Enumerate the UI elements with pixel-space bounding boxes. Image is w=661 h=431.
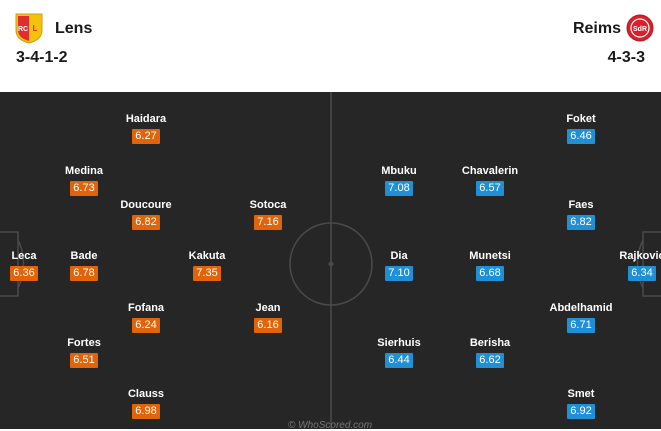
- player-name: Abdelhamid: [549, 302, 613, 314]
- player-home-medina[interactable]: Medina 6.73: [44, 165, 124, 196]
- player-name: Mbuku: [381, 165, 417, 177]
- player-rating: 6.92: [567, 404, 595, 419]
- player-away-dia[interactable]: Dia 7.10: [359, 250, 439, 281]
- player-name: Sierhuis: [377, 337, 421, 349]
- player-rating: 6.46: [567, 129, 595, 144]
- pitch: Leca 6.36 Medina 6.73 Bade 6.78 Fortes 6…: [0, 92, 661, 429]
- player-rating: 6.68: [476, 266, 504, 281]
- player-rating: 6.27: [132, 129, 160, 144]
- home-formation: 3-4-1-2: [16, 49, 68, 66]
- player-rating: 6.98: [132, 404, 160, 419]
- player-rating: 7.10: [385, 266, 413, 281]
- match-header: RC L Lens 3-4-1-2 Reims SdR 4-3-3: [0, 0, 661, 92]
- player-rating: 6.73: [70, 181, 98, 196]
- player-rating: 6.57: [476, 181, 504, 196]
- player-rating: 6.71: [567, 318, 595, 333]
- watermark: © WhoScored.com: [288, 420, 373, 431]
- player-name: Medina: [65, 165, 103, 177]
- pitch-markings: [0, 92, 661, 429]
- reims-badge-icon: SdR: [626, 14, 654, 42]
- player-rating: 6.34: [628, 266, 656, 281]
- player-rating: 6.82: [567, 215, 595, 230]
- player-name: Smet: [567, 388, 595, 400]
- player-home-kakuta[interactable]: Kakuta 7.35: [167, 250, 247, 281]
- away-team-name[interactable]: Reims: [572, 20, 621, 37]
- svg-text:SdR: SdR: [633, 26, 647, 33]
- player-away-smet[interactable]: Smet 6.92: [541, 388, 621, 419]
- player-rating: 7.08: [385, 181, 413, 196]
- player-name: Faes: [568, 199, 594, 211]
- player-away-abdelhamid[interactable]: Abdelhamid 6.71: [541, 302, 621, 333]
- player-name: Clauss: [127, 388, 165, 400]
- player-home-doucoure[interactable]: Doucoure 6.82: [106, 199, 186, 230]
- player-home-fofana[interactable]: Fofana 6.24: [106, 302, 186, 333]
- player-home-sotoca[interactable]: Sotoca 7.16: [228, 199, 308, 230]
- home-team-name[interactable]: Lens: [55, 20, 93, 37]
- player-name: Bade: [70, 250, 98, 262]
- player-name: Fortes: [67, 337, 101, 349]
- player-rating: 6.78: [70, 266, 98, 281]
- player-home-jean[interactable]: Jean 6.16: [228, 302, 308, 333]
- player-away-rajkovic[interactable]: Rajkovic 6.34: [602, 250, 661, 281]
- player-name: Leca: [11, 250, 37, 262]
- player-home-haidara[interactable]: Haidara 6.27: [106, 113, 186, 144]
- player-rating: 6.51: [70, 353, 98, 368]
- player-away-chavalerin[interactable]: Chavalerin 6.57: [450, 165, 530, 196]
- player-rating: 6.82: [132, 215, 160, 230]
- player-away-faes[interactable]: Faes 6.82: [541, 199, 621, 230]
- player-name: Fofana: [127, 302, 165, 314]
- player-name: Kakuta: [188, 250, 226, 262]
- player-name: Chavalerin: [461, 165, 519, 177]
- player-name: Munetsi: [469, 250, 511, 262]
- player-home-leca[interactable]: Leca 6.36: [0, 250, 64, 281]
- player-away-foket[interactable]: Foket 6.46: [541, 113, 621, 144]
- player-name: Haidara: [125, 113, 167, 125]
- player-name: Sotoca: [249, 199, 287, 211]
- player-home-fortes[interactable]: Fortes 6.51: [44, 337, 124, 368]
- player-name: Berisha: [469, 337, 511, 349]
- player-name: Foket: [566, 113, 596, 125]
- player-name: Jean: [255, 302, 281, 314]
- player-name: Doucoure: [120, 199, 172, 211]
- player-rating: 6.24: [132, 318, 160, 333]
- player-home-clauss[interactable]: Clauss 6.98: [106, 388, 186, 419]
- svg-text:RC: RC: [18, 26, 28, 33]
- player-rating: 7.16: [254, 215, 282, 230]
- lens-badge-icon: RC L: [15, 13, 43, 44]
- player-away-munetsi[interactable]: Munetsi 6.68: [450, 250, 530, 281]
- player-away-mbuku[interactable]: Mbuku 7.08: [359, 165, 439, 196]
- player-name: Dia: [390, 250, 408, 262]
- player-rating: 6.44: [385, 353, 413, 368]
- player-away-sierhuis[interactable]: Sierhuis 6.44: [359, 337, 439, 368]
- svg-text:L: L: [33, 24, 38, 33]
- player-away-berisha[interactable]: Berisha 6.62: [450, 337, 530, 368]
- player-rating: 6.16: [254, 318, 282, 333]
- player-home-bade[interactable]: Bade 6.78: [44, 250, 124, 281]
- away-formation: 4-3-3: [607, 49, 645, 66]
- player-rating: 6.62: [476, 353, 504, 368]
- player-rating: 7.35: [193, 266, 221, 281]
- player-rating: 6.36: [10, 266, 38, 281]
- player-name: Rajkovic: [619, 250, 661, 262]
